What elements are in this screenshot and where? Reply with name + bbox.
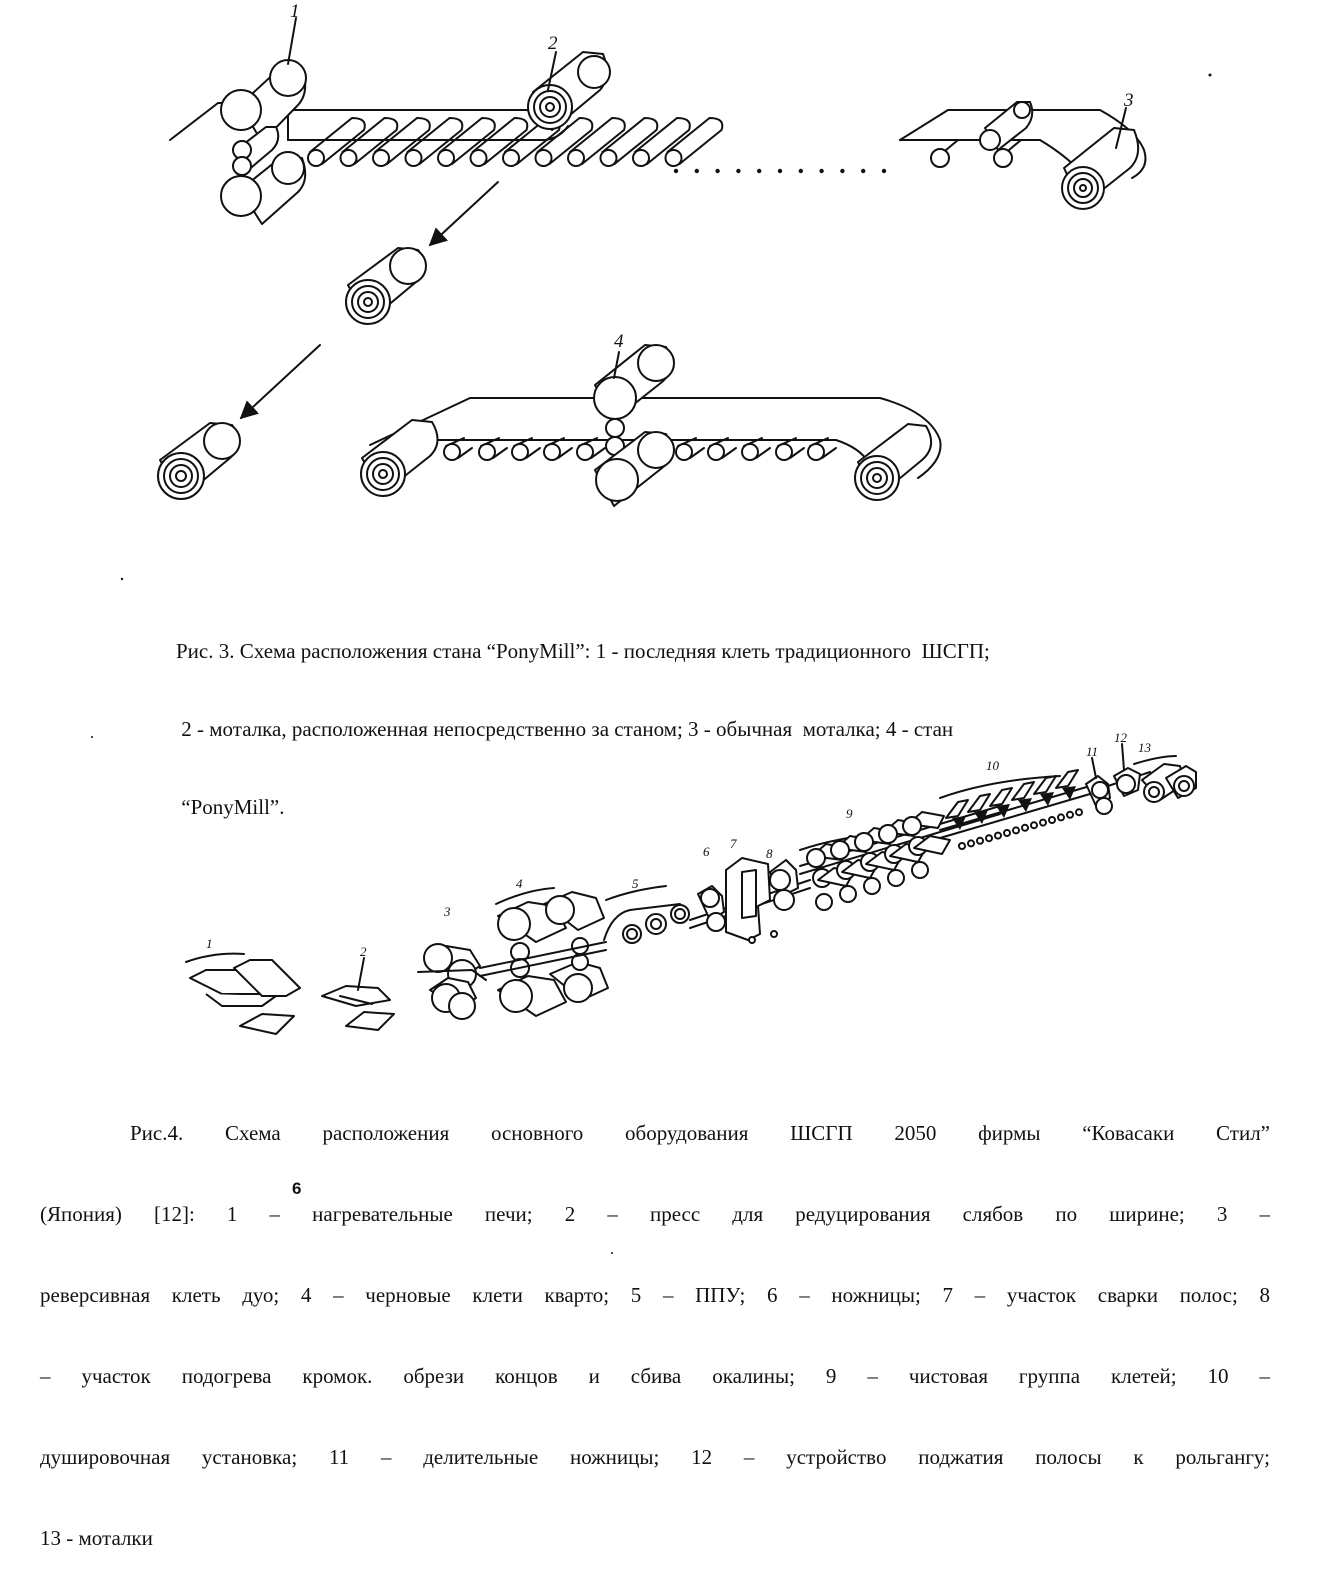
label-13: 13 <box>1138 740 1152 755</box>
caption-line: (Япония) [12]: 1 – нагревательные печи; … <box>40 1201 1270 1228</box>
figure-3-pony-mill-scheme: 1 2 3 4 <box>158 1 1146 506</box>
roller-table <box>308 118 722 166</box>
roll-end <box>776 444 792 460</box>
dotted-continuation <box>674 169 886 173</box>
roughing-quarto-stands <box>480 888 608 1016</box>
label-1: 1 <box>290 1 300 22</box>
spray-header <box>1012 782 1034 800</box>
roll-end <box>633 150 649 166</box>
figure-4-caption: Рис.4. Схема расположения основного обор… <box>40 1066 1270 1579</box>
runout-roll <box>1022 825 1028 831</box>
roll-end <box>308 150 324 166</box>
runout-roll <box>1049 817 1055 823</box>
slab-sizing-press <box>322 986 394 1030</box>
runout-roll <box>1040 820 1046 826</box>
roll-end <box>373 150 389 166</box>
dot <box>861 169 865 173</box>
figure-3-labels: 1 2 3 4 <box>288 1 1134 378</box>
roll-end <box>444 444 460 460</box>
roll-end <box>341 150 357 166</box>
roll-end <box>666 150 682 166</box>
label-4: 4 <box>516 876 523 891</box>
label-3: 3 <box>443 904 451 919</box>
dot <box>757 169 761 173</box>
roll-end <box>808 444 824 460</box>
dot <box>819 169 823 173</box>
runout-roll <box>1013 827 1019 833</box>
runout-roll <box>1031 822 1037 828</box>
dot <box>736 169 740 173</box>
dot <box>882 169 886 173</box>
caption-line: 2 - моталка, расположенная непосредствен… <box>176 716 990 742</box>
last-mill-stand <box>221 60 306 224</box>
shear-welder-edge-heater <box>690 858 810 943</box>
stray-handwritten-mark: 6 <box>292 1180 301 1197</box>
reversing-duo-stand <box>418 944 486 1019</box>
backup-roll <box>888 870 904 886</box>
runout-roll <box>1067 812 1073 818</box>
spray-nozzle <box>1040 792 1054 806</box>
spray-header <box>990 788 1012 806</box>
delivered-coil <box>158 423 240 499</box>
roll-end <box>406 150 422 166</box>
roll-end <box>503 150 519 166</box>
coil-box <box>604 886 689 943</box>
runout-roll <box>1004 830 1010 836</box>
reheating-furnaces <box>186 954 300 1034</box>
label-11: 11 <box>1086 744 1098 759</box>
label-6: 6 <box>703 844 710 859</box>
roll-end <box>471 150 487 166</box>
roll-end <box>536 150 552 166</box>
dot <box>778 169 782 173</box>
caption-line: Рис.4. Схема расположения основного обор… <box>40 1120 1270 1147</box>
roll-end <box>601 150 617 166</box>
roll-end <box>676 444 692 460</box>
backup-roll <box>816 894 832 910</box>
transported-coil <box>346 248 426 324</box>
label-12: 12 <box>1114 730 1128 745</box>
backup-roll <box>840 886 856 902</box>
label-1: 1 <box>206 936 213 951</box>
roll-end <box>568 150 584 166</box>
roll-end <box>708 444 724 460</box>
caption-line: “PonyMill”. <box>176 794 990 820</box>
shear-pinch-coilers <box>1086 756 1196 814</box>
roll-end <box>742 444 758 460</box>
conventional-coiler-section <box>900 102 1146 209</box>
roll-end <box>577 444 593 460</box>
roll-end <box>544 444 560 460</box>
label-3: 3 <box>1123 90 1134 111</box>
roll-end <box>479 444 495 460</box>
spray-nozzle <box>1018 798 1032 812</box>
caption-line: 13 - моталки <box>40 1525 1270 1552</box>
spray-header <box>1056 770 1078 788</box>
runout-roll <box>995 833 1001 839</box>
label-5: 5 <box>632 876 639 891</box>
dot <box>840 169 844 173</box>
caption-line: – участок подогрева кромок. обрези концо… <box>40 1363 1270 1390</box>
caption-line: Рис. 3. Схема расположения стана “PonyMi… <box>176 638 990 664</box>
caption-line: душировочная установка; 11 – делительные… <box>40 1444 1270 1471</box>
backup-roll <box>912 862 928 878</box>
roll-end <box>512 444 528 460</box>
label-2: 2 <box>548 33 558 54</box>
roll-end <box>438 150 454 166</box>
backup-roll <box>864 878 880 894</box>
work-roll <box>807 849 825 867</box>
pony-mill <box>361 345 941 506</box>
figure-3-caption: Рис. 3. Схема расположения стана “PonyMi… <box>176 586 990 846</box>
label-4: 4 <box>614 331 624 352</box>
dot <box>799 169 803 173</box>
runout-roll <box>1076 809 1082 815</box>
dot <box>695 169 699 173</box>
label-8: 8 <box>766 846 773 861</box>
label-2: 2 <box>360 944 367 959</box>
runout-roll <box>1058 814 1064 820</box>
dot <box>715 169 719 173</box>
close-coiler <box>528 52 610 130</box>
caption-line: реверсивная клеть дуо; 4 – черновые клет… <box>40 1282 1270 1309</box>
dot <box>674 169 678 173</box>
